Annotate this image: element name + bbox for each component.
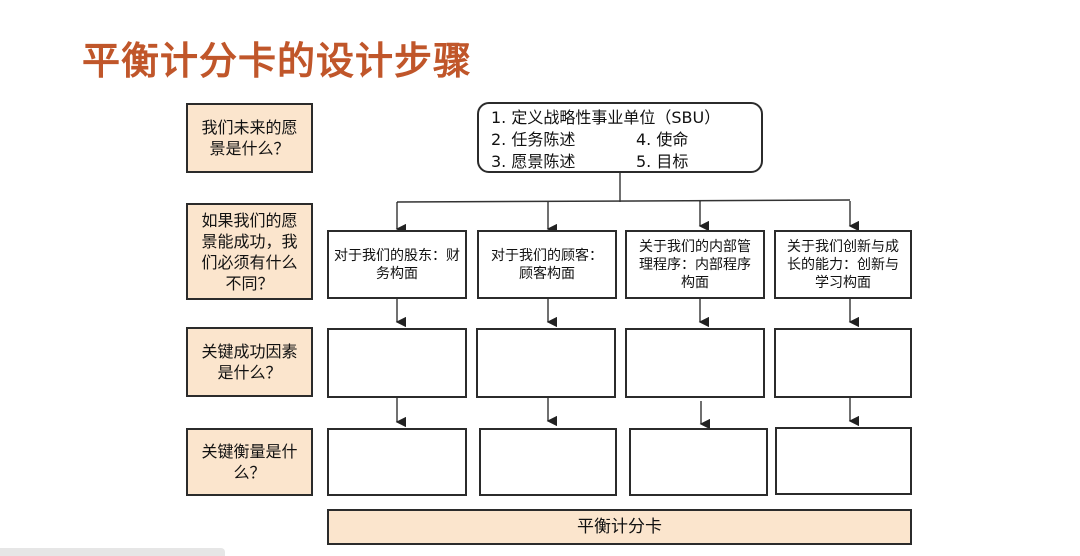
horizontal-scrollbar[interactable] xyxy=(0,548,225,556)
question-measures: 关键衡量是什么？ xyxy=(186,428,313,496)
success-factor-financial xyxy=(327,328,467,398)
page-title: 平衡计分卡的设计步骤 xyxy=(82,39,473,83)
question-success-factors: 关键成功因素是什么？ xyxy=(186,327,313,397)
success-factor-innovation xyxy=(774,328,912,398)
step-mission-statement: 2. 任务陈述 xyxy=(491,130,576,149)
step-vision-statement: 3. 愿景陈述 xyxy=(491,152,576,171)
branch-line xyxy=(396,199,851,203)
balanced-scorecard-bar: 平衡计分卡 xyxy=(327,509,912,545)
question-differences: 如果我们的愿景能成功，我们必须有什么不同？ xyxy=(186,203,313,300)
perspective-innovation: 关于我们创新与成长的能力：创新与学习构面 xyxy=(774,230,912,299)
success-factor-internal xyxy=(625,328,765,398)
perspective-internal: 关于我们的内部管理程序：内部程序构面 xyxy=(625,230,765,299)
perspective-customer: 对于我们的顾客：顾客构面 xyxy=(477,230,617,299)
measure-internal xyxy=(629,428,768,496)
step-goals: 5. 目标 xyxy=(636,152,689,171)
step-sbu: 1. 定义战略性事业单位（SBU） xyxy=(491,108,721,127)
success-factor-customer xyxy=(476,328,616,398)
measure-financial xyxy=(327,428,467,496)
strategy-box: 1. 定义战略性事业单位（SBU） 2. 任务陈述 4. 使命 3. 愿景陈述 5.… xyxy=(477,102,763,173)
perspective-financial: 对于我们的股东：财务构面 xyxy=(327,230,467,299)
measure-innovation xyxy=(775,427,912,495)
step-mission: 4. 使命 xyxy=(636,130,689,149)
question-vision: 我们未来的愿景是什么？ xyxy=(186,103,313,173)
measure-customer xyxy=(479,428,617,496)
